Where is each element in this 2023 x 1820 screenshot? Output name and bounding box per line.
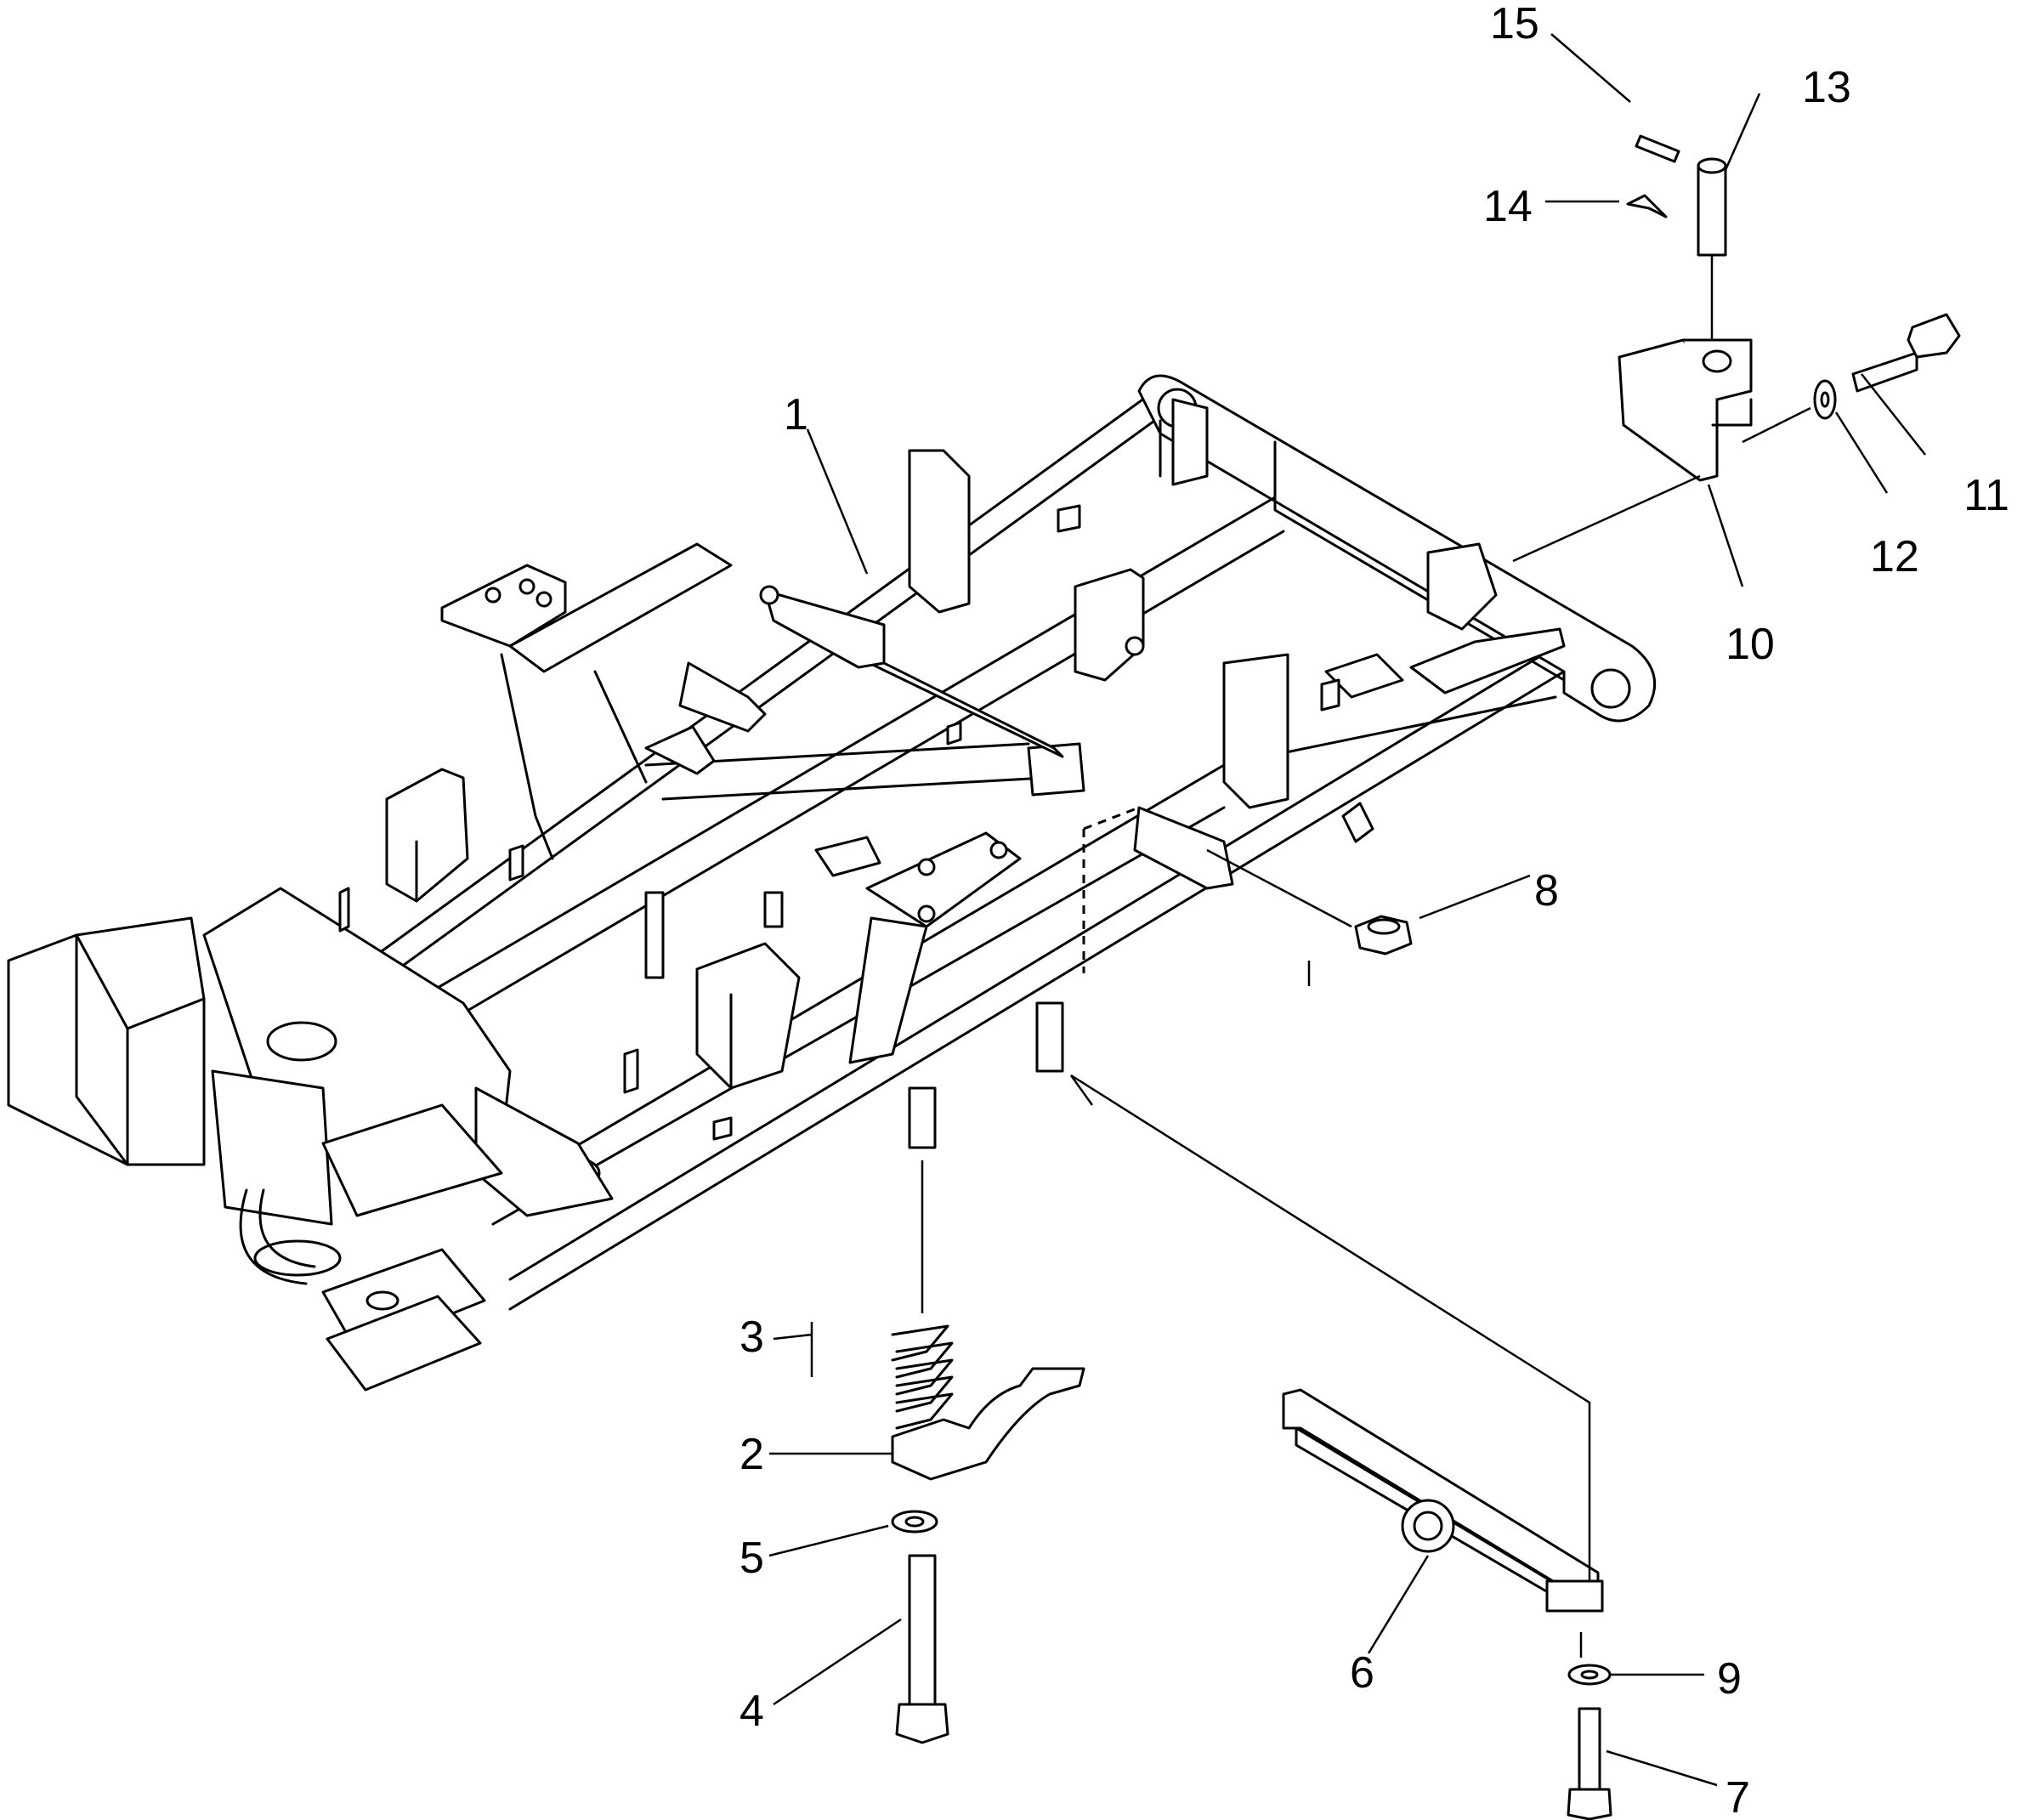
part-15-roll-pin [1635,134,1680,163]
part-13-pin [1697,157,1727,257]
part-5-washer [891,1510,938,1534]
callout-1: 1 [784,390,808,439]
part-4-bolt [895,1554,949,1744]
main-frame [7,374,1657,1392]
callout-7: 7 [1726,1773,1750,1820]
part-11-bolt [1851,313,1961,393]
callout-11: 11 [1964,471,2009,520]
part-14-clip [1626,194,1668,218]
assembly-lines [806,255,1811,1658]
part-8-nut [1354,915,1413,955]
part-9-washer [1567,1664,1612,1686]
callout-15: 15 [1490,0,1539,48]
callout-12: 12 [1870,532,1919,581]
callout-3: 3 [740,1313,764,1362]
part-2-cap [891,1367,1085,1481]
part-10-bracket [1618,338,1753,482]
part-6-bracket [1282,1388,1604,1613]
callout-leaders [768,33,1926,1787]
callout-8: 8 [1534,866,1559,916]
callout-4: 4 [740,1687,764,1736]
callout-9: 9 [1717,1654,1742,1704]
part-7-bolt [1567,1707,1612,1820]
callout-10: 10 [1726,620,1775,669]
callout-13: 13 [1802,63,1851,112]
part-12-washer [1813,379,1837,420]
part-3-shims [891,1324,954,1430]
callout-5: 5 [740,1534,764,1583]
callout-14: 14 [1483,182,1533,231]
callout-2: 2 [740,1430,764,1479]
callout-6: 6 [1350,1648,1374,1698]
